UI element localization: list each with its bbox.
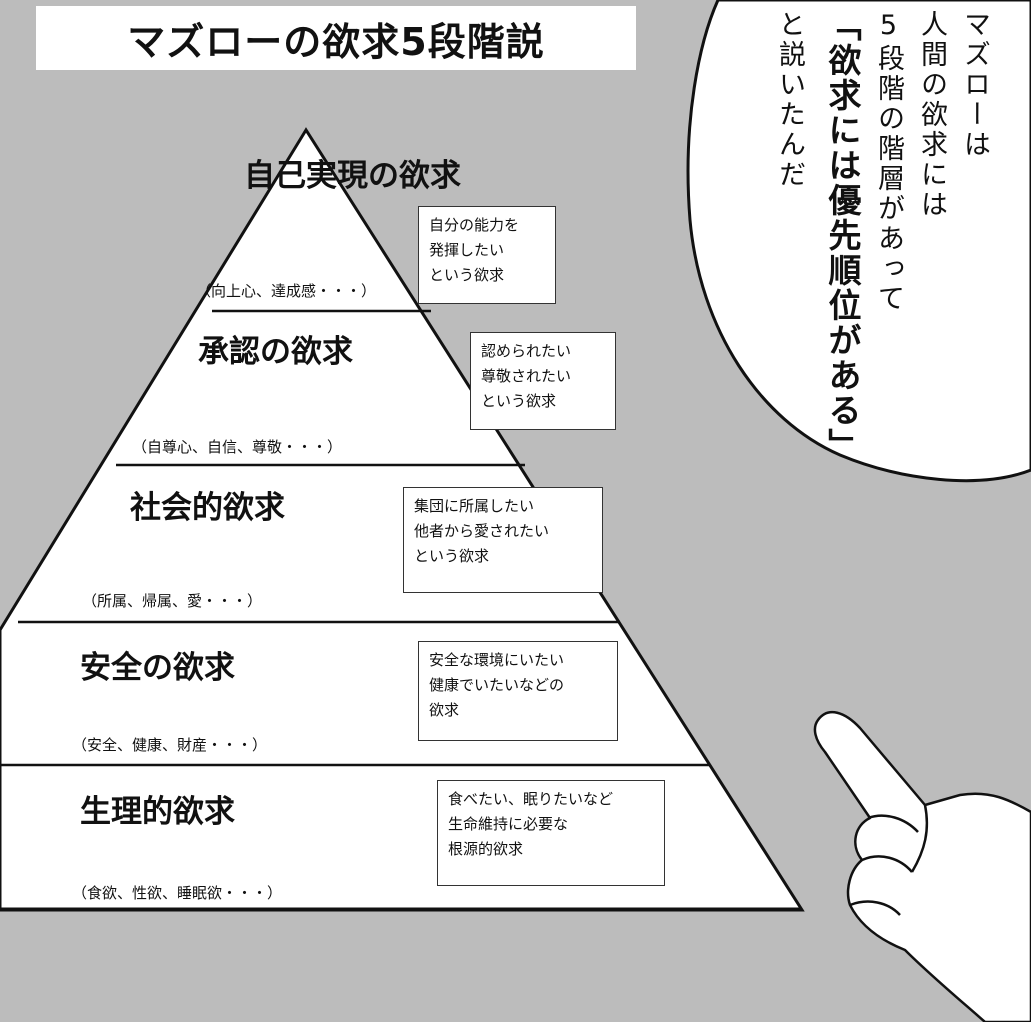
page-title: マズローの欲求5段階説 [36,6,636,70]
speech-line: と説いたんだ [774,10,805,190]
description-box-physiological: 食べたい、眠りたいなど 生命維持に必要な 根源的欲求 [437,780,665,886]
description-line: 生命維持に必要な [448,815,569,833]
description-line: 根源的欲求 [448,840,524,858]
level-name-esteem: 承認の欲求 [198,334,353,370]
level-examples-physiological: （食欲、性欲、睡眠欲・・・） [72,884,283,902]
speech-line: 5段階の階層があって [873,10,904,314]
description-line: 集団に所属したい [414,497,535,515]
description-line: 認められたい [481,342,572,360]
description-line: 食べたい、眠りたいなど [448,790,614,808]
description-line: 他者から愛されたい [414,522,550,540]
description-box-self-actualization: 自分の能力を 発揮したい という欲求 [418,206,556,304]
speech-line: マズローは [959,10,990,160]
description-line: 健康でいたいなどの [429,676,565,694]
speech-bubble [686,0,1031,483]
description-box-social: 集団に所属したい 他者から愛されたい という欲求 [403,487,603,593]
level-examples-self-actualization: （向上心、達成感・・・） [196,282,377,300]
description-line: 尊敬されたい [481,367,572,385]
description-line: 発揮したい [429,241,505,259]
level-examples-safety: （安全、健康、財産・・・） [72,736,268,754]
level-name-social: 社会的欲求 [130,490,285,526]
description-line: 欲求 [429,701,460,719]
pointing-hand-icon [813,710,1031,1022]
level-examples-esteem: （自尊心、自信、尊敬・・・） [132,438,343,456]
level-examples-social: （所属、帰属、愛・・・） [82,592,263,610]
description-line: 安全な環境にいたい [429,651,565,669]
level-name-self-actualization: 自己実現の欲求 [244,158,461,194]
level-name-physiological: 生理的欲求 [80,794,235,830]
level-name-safety: 安全の欲求 [80,650,235,686]
description-line: という欲求 [429,266,505,284]
speech-line: 人間の欲求には [916,10,947,220]
description-box-esteem: 認められたい 尊敬されたい という欲求 [470,332,616,430]
description-line: 自分の能力を [429,216,520,234]
description-box-safety: 安全な環境にいたい 健康でいたいなどの 欲求 [418,641,618,741]
description-line: という欲求 [481,392,557,410]
speech-emphasis-line: 「欲求には優先順位がある」 [823,8,862,463]
description-line: という欲求 [414,547,490,565]
